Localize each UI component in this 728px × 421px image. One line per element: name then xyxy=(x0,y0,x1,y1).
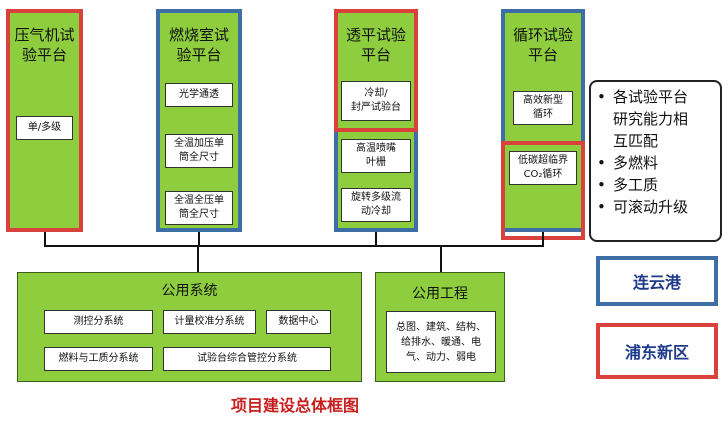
legend-item-rolling-upgrade: 可滚动升级 xyxy=(613,198,689,216)
turbine-pudong-frame xyxy=(334,9,418,132)
diagram-caption: 项目建设总体框图 xyxy=(230,396,359,415)
combustor-item-full-temp-full-pressure: 全温全压单 筒全尺寸 xyxy=(165,191,233,225)
legend-item-multi-fuel: 多燃料 xyxy=(613,154,659,172)
site-key-pudong-label: 浦东新区 xyxy=(624,343,689,362)
legend-bullet: • xyxy=(597,198,606,216)
public-engineering-title: 公用工程 xyxy=(412,286,468,302)
public-system-fuel-working-medium: 燃料与工质分系统 xyxy=(44,347,153,371)
cycle-item-efficient-new-cycle: 高效新型 循环 xyxy=(513,91,573,125)
public-system-calibration: 计量校准分系统 xyxy=(163,310,256,334)
public-system-measurement-control: 测控分系统 xyxy=(44,310,153,334)
turbine-title-line1: 透平试验 xyxy=(345,26,406,44)
combustor-platform: 燃烧室试 验平台 光学通透 全温加压单 筒全尺寸 全温全压单 筒全尺寸 xyxy=(156,9,242,232)
combustor-title-line2: 验平台 xyxy=(176,46,222,64)
legend-bullet: • xyxy=(597,154,606,172)
combustor-title-line1: 燃烧室试 xyxy=(168,26,229,44)
turbine-platform: 透平试验 平台 冷却/ 封严试验台 高温喷嘴 叶栅 旋转多级流 动冷却 xyxy=(334,9,418,232)
connector-to-public-engineering xyxy=(440,245,442,272)
site-key-lianyungang: 连云港 xyxy=(596,256,718,306)
public-engineering-scope: 总图、建筑、结构、 给排水、暖通、电 气、动力、弱电 xyxy=(386,311,496,373)
legend-item-matched-capability-line3: 互匹配 xyxy=(613,132,659,150)
cycle-platform: 循环试验 平台 高效新型 循环 低碳超临界 CO₂循环 xyxy=(501,9,585,240)
legend-item-matched-capability-line2: 研究能力相 xyxy=(613,110,689,128)
turbine-item-rotating-multistage-cooling: 旋转多级流 动冷却 xyxy=(341,188,411,222)
combustor-item-optical-access: 光学通透 xyxy=(165,83,233,107)
public-system-integrated-control: 试验台综合管控分系统 xyxy=(163,347,331,371)
compressor-item-single-multi-stage: 单/多级 xyxy=(16,116,73,140)
cycle-title-line2: 平台 xyxy=(527,46,558,64)
public-systems-box: 公用系统 测控分系统 计量校准分系统 数据中心 燃料与工质分系统 试验台综合管控… xyxy=(17,272,362,382)
turbine-title-line2: 平台 xyxy=(360,46,391,64)
cycle-title-line1: 循环试验 xyxy=(512,26,573,44)
turbine-item-cooling-sealing: 冷却/ 封严试验台 xyxy=(341,81,411,121)
legend-item-multi-medium: 多工质 xyxy=(613,176,659,194)
cycle-item-low-carbon-sco2: 低碳超临界 CO₂循环 xyxy=(509,151,577,185)
legend-bullet: • xyxy=(597,88,606,106)
feature-legend: • 各试验平台 研究能力相 互匹配 • 多燃料 • 多工质 • 可滚动升级 xyxy=(589,80,722,242)
turbine-item-hot-nozzle-cascade: 高温喷嘴 叶栅 xyxy=(341,139,411,173)
connector-to-public-systems xyxy=(197,245,199,272)
compressor-platform: 压气机试 验平台 单/多级 xyxy=(6,9,83,232)
connector-turbine-down xyxy=(375,232,377,246)
compressor-title-line2: 验平台 xyxy=(21,46,67,64)
legend-item-matched-capability-line1: 各试验平台 xyxy=(613,88,689,106)
connector-horizontal-bus xyxy=(44,245,544,247)
site-key-pudong: 浦东新区 xyxy=(596,323,718,379)
legend-bullet: • xyxy=(597,176,606,194)
public-engineering-box: 公用工程 总图、建筑、结构、 给排水、暖通、电 气、动力、弱电 xyxy=(375,272,505,382)
public-systems-title: 公用系统 xyxy=(161,283,218,299)
public-system-data-center: 数据中心 xyxy=(266,310,331,334)
site-key-lianyungang-label: 连云港 xyxy=(632,273,681,292)
combustor-item-full-temp-pressurized: 全温加压单 筒全尺寸 xyxy=(165,134,233,168)
connector-compressor-down xyxy=(44,232,46,246)
connector-cycle-down xyxy=(542,232,544,246)
connector-combustor-down xyxy=(198,232,200,246)
compressor-title-line1: 压气机试 xyxy=(14,26,75,44)
